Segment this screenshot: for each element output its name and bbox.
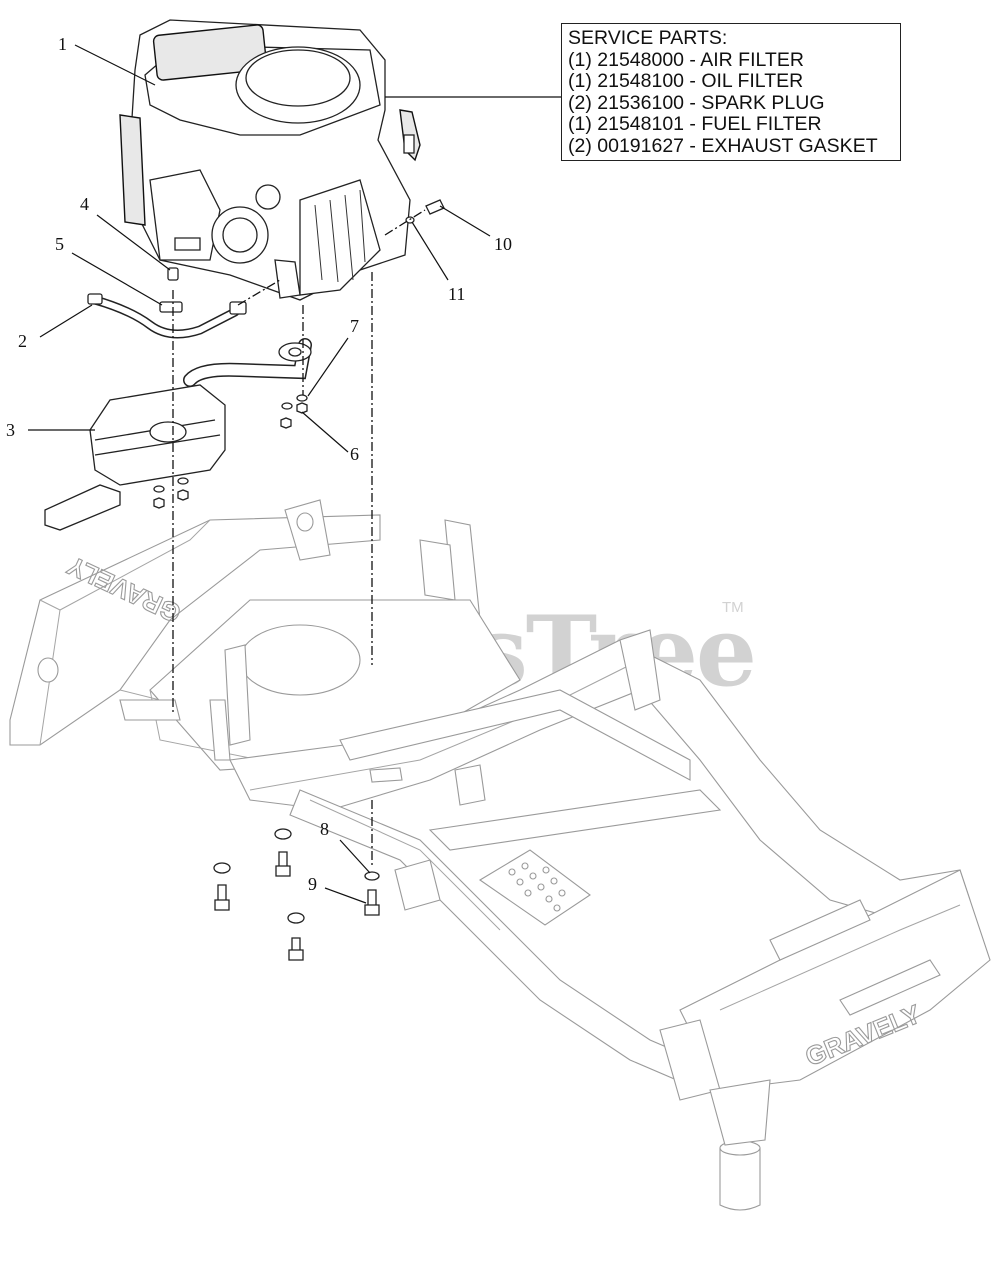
muffler: [44, 338, 312, 531]
callout-4: 4: [80, 194, 89, 214]
service-part-air-filter: (1) 21548000 - AIR FILTER: [568, 48, 804, 71]
clip: [159, 301, 183, 313]
callout-10: 10: [494, 234, 512, 254]
mower-frame: GRAVELY GRAVELY: [9, 499, 991, 1211]
service-part-exhaust-gasket: (2) 00191627 - EXHAUST GASKET: [568, 134, 878, 157]
service-part-fuel-filter: (1) 21548101 - FUEL FILTER: [568, 113, 822, 135]
assembly-centerlines: [172, 209, 426, 868]
service-parts-title: SERVICE PARTS:: [568, 27, 728, 49]
callout-3: 3: [6, 420, 15, 440]
engine: [119, 19, 421, 301]
callout-6: 6: [350, 444, 359, 464]
fuel-line: [87, 293, 247, 339]
engine-mount-hardware: [213, 828, 380, 961]
callout-7: 7: [350, 316, 359, 336]
callout-2: 2: [18, 331, 27, 351]
service-parts-box: SERVICE PARTS: (1) 21548000 - AIR FILTER…: [561, 23, 901, 161]
watermark-trademark: TM: [722, 599, 744, 616]
leader-lines: [28, 44, 561, 904]
callout-5: 5: [55, 234, 64, 254]
service-part-oil-filter: (1) 21548100 - OIL FILTER: [568, 70, 804, 92]
foot-plate-holes: [508, 862, 566, 912]
screw: [167, 267, 179, 281]
callout-numbers: 1 2 3 4 5 6 7 8 9 10 11: [6, 34, 512, 894]
service-part-spark-plug: (2) 21536100 - SPARK PLUG: [568, 91, 825, 114]
muffler-hardware: [153, 394, 308, 509]
callout-11: 11: [448, 284, 465, 304]
callout-9: 9: [308, 874, 317, 894]
callout-1: 1: [58, 34, 67, 54]
callout-8: 8: [320, 819, 329, 839]
